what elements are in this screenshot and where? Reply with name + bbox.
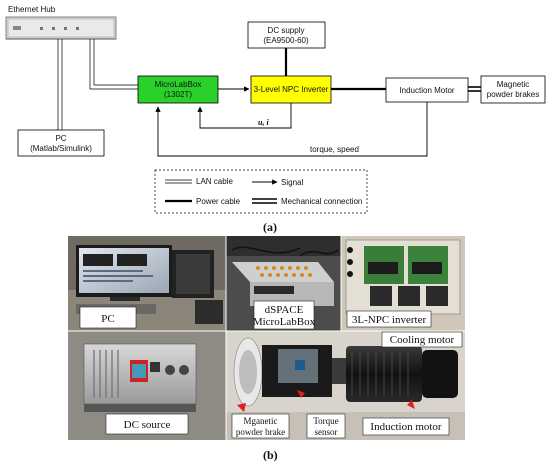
photo-induction-motor-label: Induction motor: [370, 421, 442, 433]
ethernet-hub-device: [5, 16, 117, 40]
dc-supply-label: DC supply: [268, 26, 305, 35]
photo-dc-source-label: DC source: [124, 419, 171, 431]
feedback-ui-label: u, i: [258, 118, 269, 127]
pc-software-label: (Matlab/Simulink): [30, 144, 92, 153]
photo-motor-panel: Cooling motor Mganetic powder brake Torq…: [226, 331, 465, 440]
microlabbox-label: MicroLabBox: [155, 80, 202, 89]
photo-brake-label-2: powder brake: [236, 427, 285, 437]
brakes-label-2: powder brakes: [487, 90, 539, 99]
pc-label: PC: [55, 134, 66, 143]
photo-pc-label: PC: [101, 313, 114, 325]
microlabbox-box: [137, 75, 219, 104]
caption-b: (b): [263, 448, 278, 462]
photo-npc-label: 3L-NPC inverter: [352, 314, 427, 326]
feedback-arrow-ui: [197, 103, 292, 129]
brakes-label: Magnetic: [497, 80, 529, 89]
legend-signal-label: Signal: [281, 178, 303, 187]
induction-motor-label: Induction Motor: [399, 86, 454, 95]
photo-npc-panel: 3L-NPC inverter: [341, 236, 465, 331]
inverter-box: [250, 75, 332, 104]
legend: LAN cable Signal Power cable Mechanical …: [154, 169, 368, 214]
inverter-label: 3-Level NPC Inverter: [254, 85, 329, 94]
microlabbox-model-label: (1302T): [164, 90, 192, 99]
photo-cooling-motor-label: Cooling motor: [390, 334, 455, 346]
mechanical-connection: [468, 86, 481, 92]
brakes-box: [480, 75, 546, 104]
lan-cable-hub-microlabbox: [89, 39, 138, 90]
photo-dspace-label: dSPACE: [265, 304, 304, 316]
photo-microlabbox-label: MicroLabBox: [253, 316, 316, 328]
photo-brake-label: Mganetic: [244, 416, 278, 426]
diagram-a: Ethernet Hub PC (Matlab/Simulink) MicroL…: [5, 5, 546, 234]
legend-mechanical-label: Mechanical connection: [281, 197, 362, 206]
photo-dividers: [68, 236, 465, 440]
pc-box: [17, 129, 105, 157]
feedback-arrow-torque-speed: [155, 102, 428, 157]
caption-a: (a): [263, 220, 277, 234]
lan-cable-hub-pc: [57, 39, 63, 130]
torque-speed-label: torque, speed: [310, 145, 359, 154]
photo-pc-panel: PC: [68, 236, 226, 331]
legend-lan-label: LAN cable: [196, 177, 233, 186]
dc-supply-box: [247, 21, 326, 49]
photo-torque-sensor-label: Torque: [313, 416, 338, 426]
photo-torque-sensor-label-2: sensor: [315, 427, 338, 437]
legend-power-label: Power cable: [196, 197, 241, 206]
photo-b: PC dSPACE MicroLabBox: [68, 236, 465, 440]
dc-supply-model-label: (EA9500-60): [263, 36, 309, 45]
ethernet-hub-label: Ethernet Hub: [8, 5, 56, 14]
photo-dspace-panel: dSPACE MicroLabBox: [226, 236, 341, 331]
photo-dc-source-panel: DC source: [68, 331, 226, 440]
